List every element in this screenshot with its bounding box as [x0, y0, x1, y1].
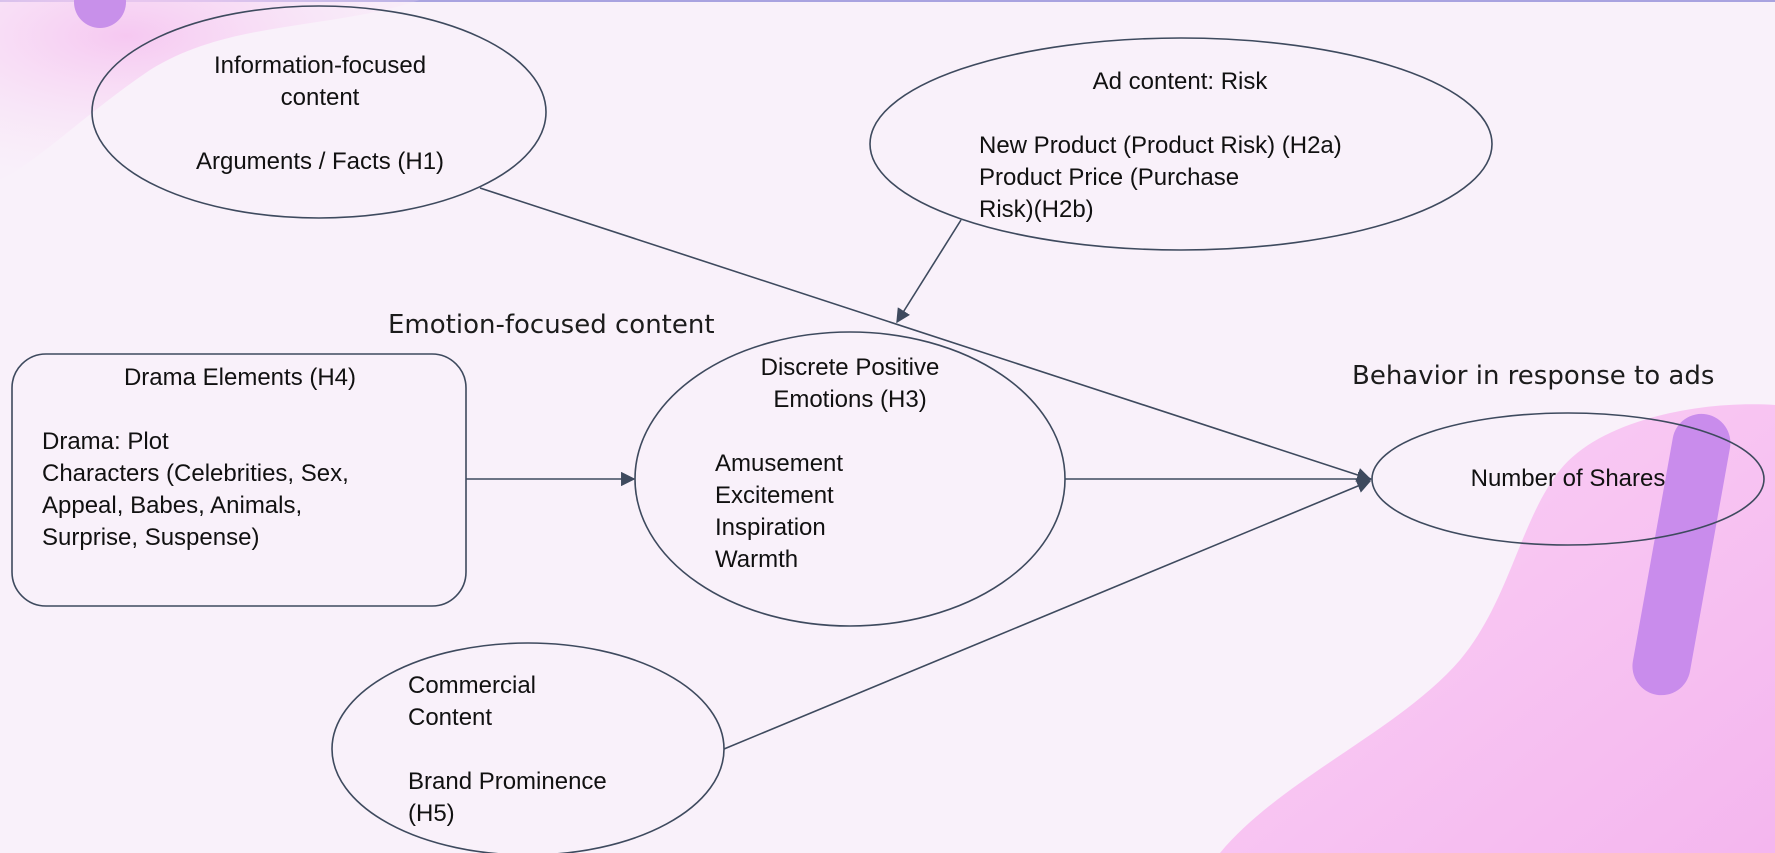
node-shares-title: Number of Shares: [1470, 465, 1666, 492]
node-commercial-title: Commercial Content: [408, 672, 537, 731]
node-drama-shape: [11, 353, 467, 607]
heading-behavior: Behavior in response to ads: [1352, 361, 1715, 391]
node-info-shape: [91, 5, 547, 219]
decor-dot-top-left: [74, 0, 126, 28]
node-drama-body: Drama: Plot Characters (Celebrities, Sex…: [42, 428, 349, 551]
edge-info-to-shares: [479, 187, 1372, 482]
decor-blob-bottom-right: [1220, 404, 1775, 853]
node-risk-body: New Product (Product Risk) (H2a) Product…: [979, 132, 1342, 223]
decor-blob-top-left: [0, 0, 420, 180]
node-risk-shape: [869, 37, 1493, 251]
top-border: [0, 0, 1775, 2]
node-risk-title: Ad content: Risk: [1092, 68, 1268, 95]
node-commercial-body: Brand Prominence (H5): [408, 768, 607, 827]
node-info-title: Information-focused content: [213, 52, 427, 111]
edge-commercial-to-shares: [723, 479, 1372, 750]
node-info-body: Arguments / Facts (H1): [195, 148, 445, 175]
node-emotions-body: Amusement Excitement Inspiration Warmth: [715, 450, 844, 573]
heading-emotion-focused: Emotion-focused content: [388, 310, 715, 340]
decor-stroke-bottom-right: [1632, 413, 1731, 696]
node-emotions-title: Discrete Positive Emotions (H3): [760, 354, 940, 413]
node-drama-title: Drama Elements (H4): [123, 364, 357, 391]
edge-risk-to-emotions: [896, 219, 962, 324]
